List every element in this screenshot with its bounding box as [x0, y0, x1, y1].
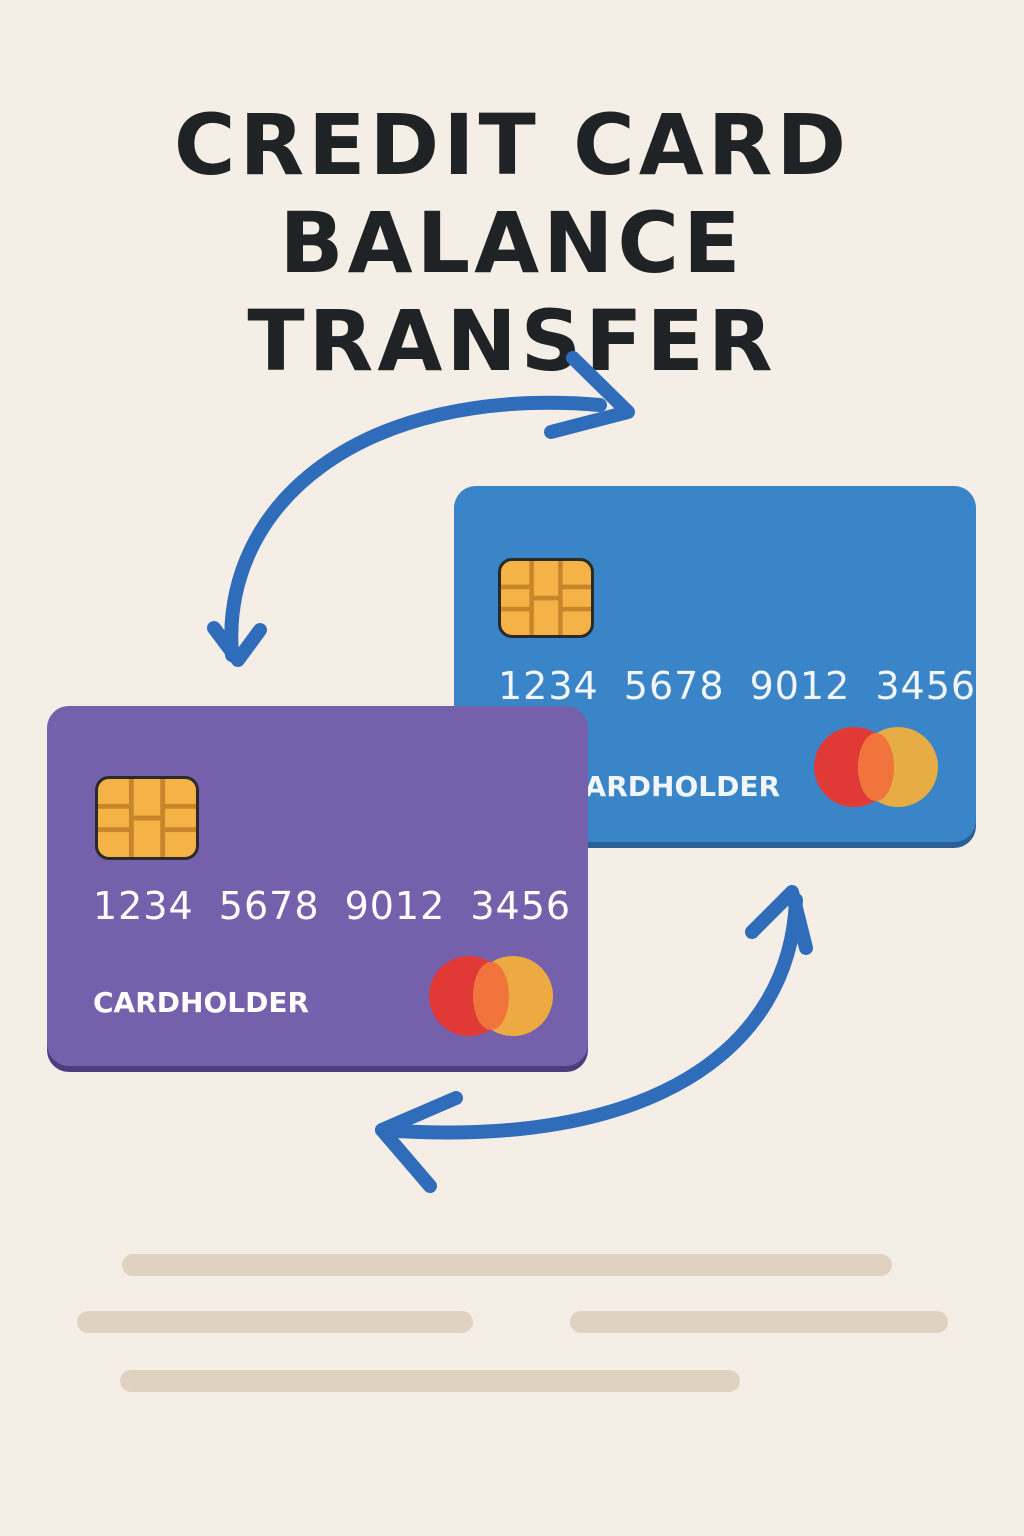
bottom-right-arrowhead-icon	[745, 885, 813, 955]
bottom-arc-arrow	[375, 893, 803, 1140]
card-chip-icon	[498, 558, 594, 638]
cardholder-label: CARDHOLDER	[564, 770, 781, 803]
top-arc-arrow	[224, 395, 607, 662]
page-title: CREDIT CARD BALANCE TRANSFER	[0, 96, 1024, 390]
credit-card-purple: 1234 5678 9012 3456 CARDHOLDER	[47, 706, 588, 1066]
cardholder-label: CARDHOLDER	[93, 986, 310, 1019]
title-line-1: CREDIT CARD	[173, 96, 851, 194]
placeholder-text-line	[570, 1311, 948, 1333]
card-network-logo-icon	[814, 727, 938, 807]
placeholder-text-line	[122, 1254, 892, 1276]
placeholder-text-line	[120, 1370, 740, 1392]
placeholder-text-line	[77, 1311, 473, 1333]
card-number: 1234 5678 9012 3456	[498, 664, 976, 708]
top-arrowhead-icon	[544, 351, 635, 439]
card-number: 1234 5678 9012 3456	[93, 884, 572, 928]
left-arrowhead-icon	[207, 621, 267, 667]
card-chip-icon	[95, 776, 199, 860]
title-line-2: BALANCE TRANSFER	[247, 194, 777, 390]
credit-card-blue: 1234 5678 9012 3456 CARDHOLDER	[454, 486, 976, 842]
bottom-left-arrowhead-icon	[375, 1091, 463, 1193]
card-network-logo-icon	[429, 956, 553, 1036]
